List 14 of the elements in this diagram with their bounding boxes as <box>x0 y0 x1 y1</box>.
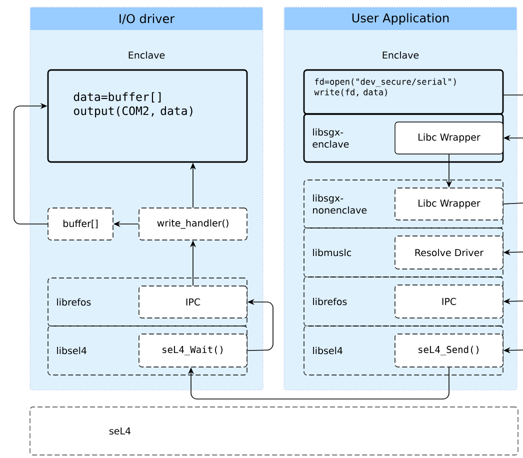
function-box: buffer[] <box>48 208 114 240</box>
code-box: data=buffer[] output(COM2, data) <box>47 69 248 163</box>
function-box: seL4_Wait() <box>138 334 248 368</box>
function-box: Resolve Driver <box>394 236 504 270</box>
function-box: seL4_Send() <box>394 334 504 368</box>
arrow <box>188 366 450 400</box>
function-box: IPC <box>138 286 248 318</box>
code-box: fd=open("dev_secure/serial") write(fd, data) <box>303 69 504 115</box>
kernel-box: seL4 <box>30 406 518 456</box>
function-box: write_handler() <box>138 208 248 240</box>
function-box: Libc Wrapper <box>394 188 504 220</box>
function-box: Libc Wrapper <box>394 122 504 154</box>
function-box: IPC <box>394 284 504 318</box>
arrow <box>14 102 48 224</box>
